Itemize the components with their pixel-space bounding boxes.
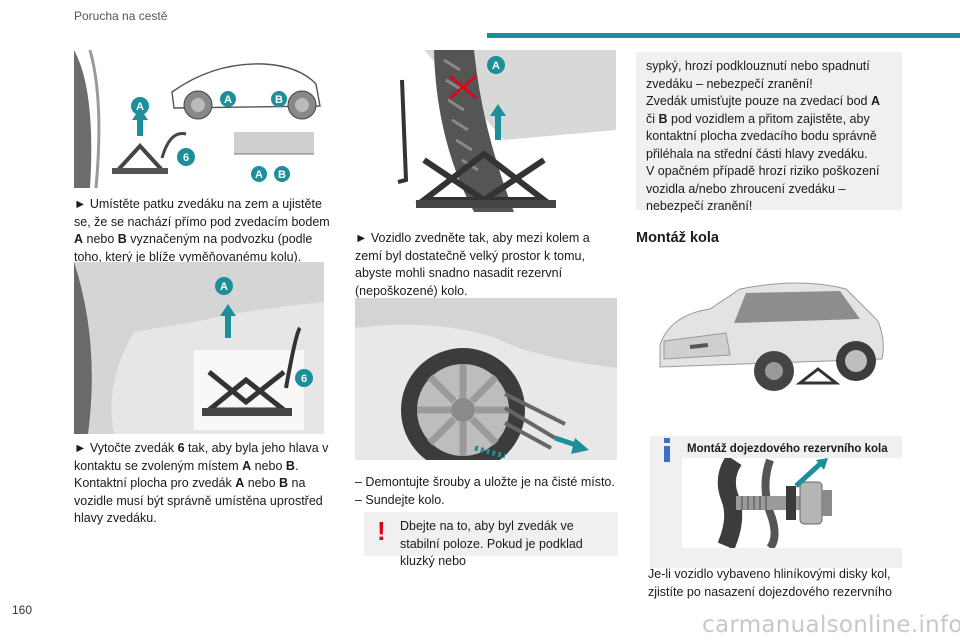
illustration-jack-wrong-position: A — [364, 50, 616, 212]
header-accent-bar — [487, 33, 960, 38]
info-box-spare-wheel: Montáž dojezdového rezervního kola — [650, 436, 902, 568]
label-a-sill: A — [255, 169, 263, 181]
running-header: Porucha na cestě — [74, 9, 168, 23]
illustration-jack-raising: A 6 — [74, 262, 324, 434]
step-list: – Demontujte šrouby a uložte je na čisté… — [355, 474, 617, 509]
label-a-wrong: A — [492, 60, 500, 72]
step-remove-wheel: – Sundejte kolo. — [355, 492, 445, 507]
info-icon — [664, 438, 670, 462]
info-text: Je-li vozidlo vybaveno hliníkovými disky… — [648, 567, 892, 599]
page-number: 160 — [12, 603, 33, 617]
instruction-turn-jack: ► Vytočte zvedák 6 tak, aby byla jeho hl… — [74, 441, 329, 525]
label-6: 6 — [183, 152, 189, 164]
warning-box-continued: sypký, hrozí podklouznutí nebo spadnutí … — [636, 52, 902, 213]
warning-text-continued: sypký, hrozí podklouznutí nebo spadnutí … — [646, 59, 870, 91]
warning-text-risk: V opačném případě hrozí riziko poškození… — [646, 164, 880, 213]
warning-text-lift-points: Zvedák umisťujte pouze na zvedací bod A … — [646, 94, 880, 161]
illustration-jack-position: A B A 6 A B — [74, 50, 324, 188]
label-a-jack: A — [136, 101, 144, 113]
illustration-car-on-jack — [650, 275, 890, 399]
label-6-photo: 6 — [301, 373, 307, 385]
label-b-sill: B — [278, 169, 286, 181]
section-heading-wheel-mounting: Montáž kola — [636, 230, 719, 246]
warning-box-stable-jack: ! Dbejte na to, aby byl zvedák ve stabil… — [364, 512, 618, 568]
info-box-title: Montáž dojezdového rezervního kola — [687, 443, 888, 455]
illustration-wheel-bolt — [682, 458, 902, 548]
watermark: carmanualsonline.info — [702, 612, 960, 638]
step-remove-bolts: – Demontujte šrouby a uložte je na čisté… — [355, 475, 615, 489]
label-a-car: A — [224, 94, 232, 106]
label-a-photo: A — [220, 281, 228, 293]
label-b-car: B — [275, 94, 283, 106]
instruction-lift-vehicle: ► Vozidlo zvedněte tak, aby mezi kolem a… — [355, 231, 590, 298]
warning-text: Dbejte na to, aby byl zvedák ve stabilní… — [400, 519, 583, 568]
illustration-remove-bolts — [355, 298, 617, 460]
instruction-place-jack: ► Umístěte patku zvedáku na zem a ujistě… — [74, 197, 330, 264]
warning-icon: ! — [377, 516, 386, 546]
